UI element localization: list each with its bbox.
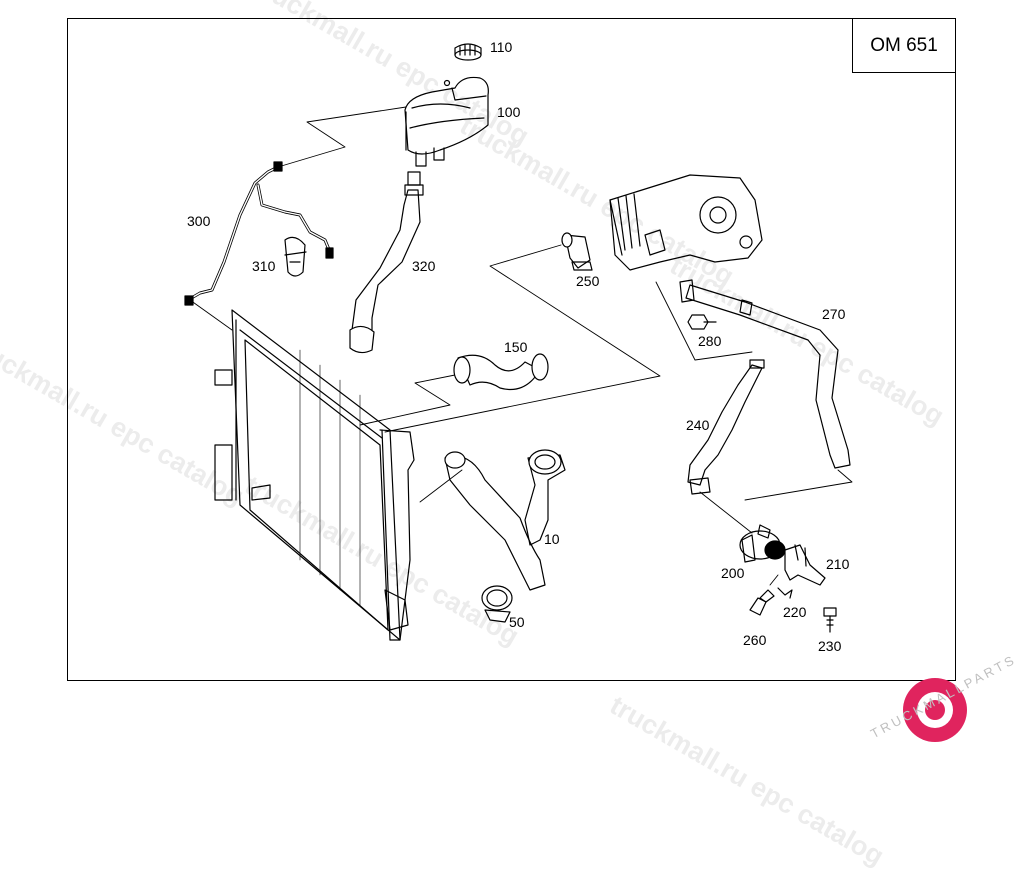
callout-300: 300 — [187, 213, 211, 229]
bracket-210 — [784, 544, 826, 586]
pipe-270 — [679, 279, 851, 469]
diagram-drawing — [184, 43, 967, 742]
sensor-260 — [749, 589, 775, 616]
callout-220: 220 — [783, 604, 807, 620]
hose-320 — [349, 171, 424, 354]
clip-220 — [777, 587, 793, 599]
water-pump-200 — [739, 524, 786, 563]
radiator — [214, 309, 415, 641]
callout-270: 270 — [822, 306, 846, 322]
callout-210: 210 — [826, 556, 850, 572]
bolt-280 — [687, 314, 717, 330]
callout-150: 150 — [504, 339, 528, 355]
callout-310: 310 — [252, 258, 276, 274]
callout-50: 50 — [509, 614, 525, 630]
thermostat-housing — [609, 174, 763, 271]
clip-310 — [284, 236, 307, 277]
callout-320: 320 — [412, 258, 436, 274]
expansion-tank-cap-110 — [454, 43, 482, 61]
callout-200: 200 — [721, 565, 745, 581]
callout-10: 10 — [544, 531, 560, 547]
truckmallparts-logo — [903, 678, 967, 742]
callout-240: 240 — [686, 417, 710, 433]
expansion-tank-100 — [404, 76, 489, 167]
callout-260: 260 — [743, 632, 767, 648]
leader-lines — [189, 106, 853, 586]
callout-230: 230 — [818, 638, 842, 654]
engine-code-label: OM 651 — [852, 18, 956, 73]
clamp-50 — [481, 585, 513, 623]
callout-280: 280 — [698, 333, 722, 349]
hose-10 — [444, 449, 566, 591]
hose-150 — [453, 353, 549, 391]
bolt-230 — [823, 607, 837, 633]
callout-100: 100 — [497, 104, 521, 120]
callout-110: 110 — [490, 39, 513, 55]
elbow-250 — [561, 232, 593, 271]
pipe-240 — [687, 359, 765, 495]
callout-250: 250 — [576, 273, 600, 289]
diagram-frame — [67, 18, 956, 681]
vent-hose-300 — [184, 161, 334, 306]
